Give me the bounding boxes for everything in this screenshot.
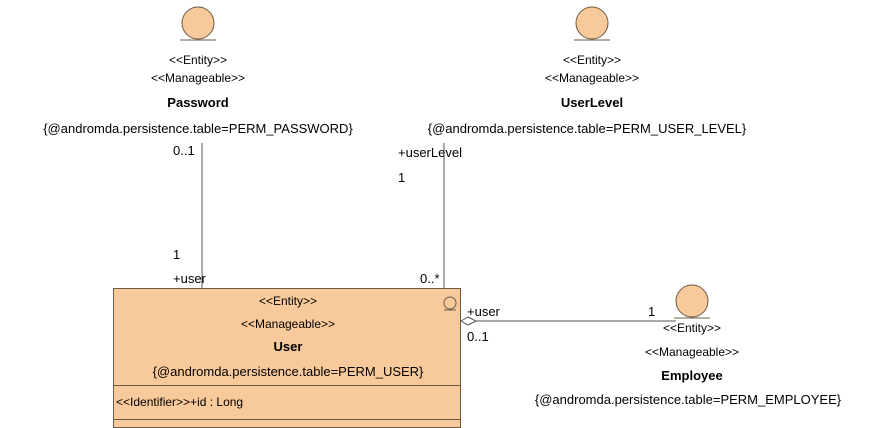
user-multiplicity-employee-side: 0..1: [467, 329, 489, 344]
password-entity-icon[interactable]: [180, 6, 216, 41]
user-role-password-side: +user: [173, 271, 206, 286]
userlevel-stereotype-entity: <<Entity>>: [562, 53, 622, 67]
userlevel-tagged-value: {@andromda.persistence.table=PERM_USER_L…: [427, 121, 747, 136]
employee-multiplicity: 1: [648, 304, 656, 319]
employee-entity-name[interactable]: Employee: [661, 368, 723, 383]
user-stereotype-manageable: <<Manageable>>: [240, 317, 336, 331]
password-stereotype-manageable: <<Manageable>>: [150, 71, 246, 85]
password-stereotype-entity: <<Entity>>: [168, 53, 228, 67]
employee-entity-icon[interactable]: [674, 284, 710, 319]
user-class-box[interactable]: <<Entity>> <<Manageable>> User {@andromd…: [113, 288, 461, 428]
user-multiplicity-password-side: 1: [173, 247, 181, 262]
userlevel-multiplicity: 1: [398, 170, 406, 185]
user-operations-divider: [114, 419, 460, 420]
aggregation-diamond-icon: [459, 316, 478, 326]
userlevel-stereotype-manageable: <<Manageable>>: [544, 71, 640, 85]
employee-tagged-value: {@andromda.persistence.table=PERM_EMPLOY…: [534, 392, 842, 407]
userlevel-role: +userLevel: [398, 145, 462, 160]
password-entity-name[interactable]: Password: [167, 95, 229, 110]
user-stereotype-entity: <<Entity>>: [258, 294, 318, 308]
userlevel-entity-icon[interactable]: [574, 6, 610, 41]
user-multiplicity-userlevel-side: 0..*: [420, 271, 440, 286]
user-attribute-id[interactable]: <<Identifier>>+id : Long: [116, 395, 244, 409]
entity-marker-icon: [443, 296, 457, 311]
password-tagged-value: {@andromda.persistence.table=PERM_PASSWO…: [43, 121, 353, 136]
employee-stereotype-entity: <<Entity>>: [662, 321, 722, 335]
employee-stereotype-manageable: <<Manageable>>: [644, 345, 740, 359]
password-multiplicity: 0..1: [173, 143, 195, 158]
userlevel-entity-name[interactable]: UserLevel: [560, 95, 624, 110]
user-role-employee-side: +user: [467, 304, 500, 319]
user-tagged-value: {@andromda.persistence.table=PERM_USER}: [152, 364, 424, 379]
user-attributes-divider: [114, 385, 460, 386]
user-entity-name[interactable]: User: [273, 339, 303, 354]
